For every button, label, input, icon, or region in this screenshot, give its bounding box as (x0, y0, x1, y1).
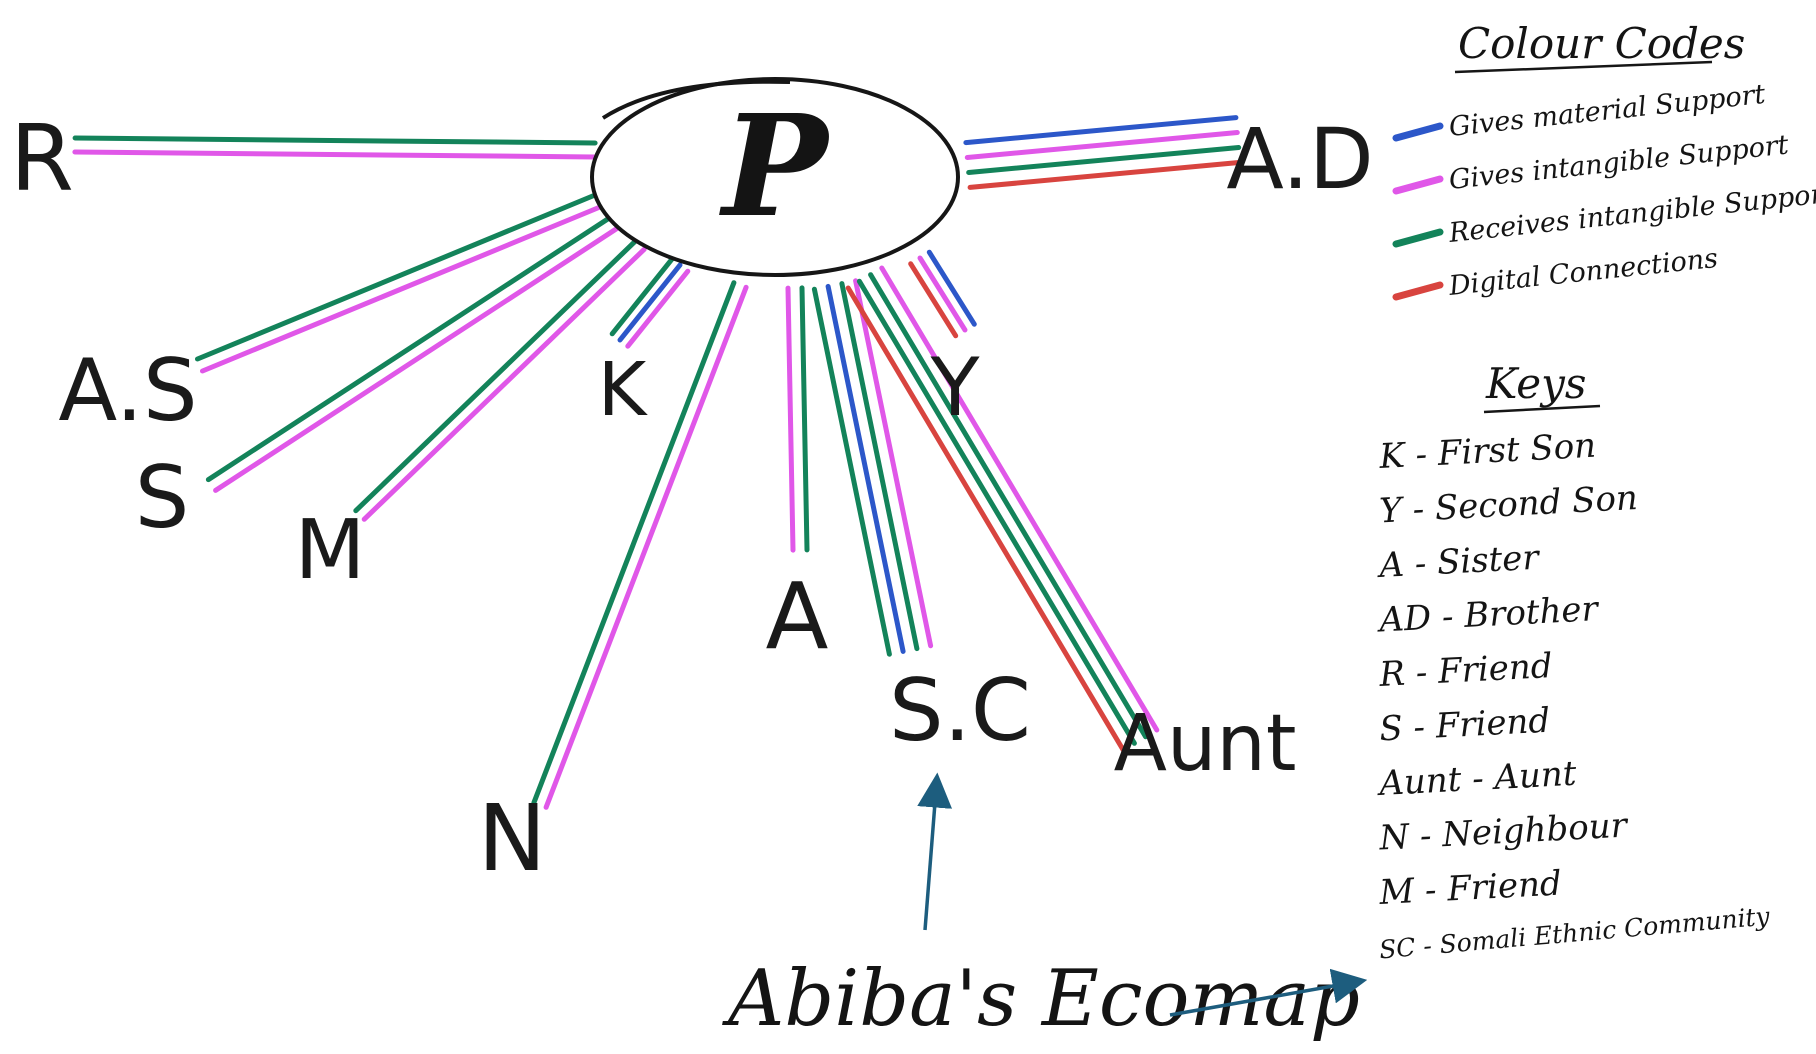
node-labels: R A.S S M K N A S.C Aunt Y A.D (10, 105, 1374, 892)
link-r-receive-intangible (72, 135, 598, 146)
key-item: A - Sister (1375, 538, 1541, 587)
center-label: P (718, 85, 831, 249)
link-m-give-intangible (361, 246, 647, 522)
node-label-n: N (478, 785, 547, 892)
legend-title: Colour Codes (1458, 19, 1745, 68)
keys-title-underline (1483, 404, 1601, 414)
node-label-s: S (135, 448, 190, 548)
link-n-receive-intangible (531, 280, 737, 806)
legend-swatch-material (1392, 122, 1444, 142)
link-a-receive-intangible (799, 285, 810, 553)
node-label-sc: S.C (889, 661, 1031, 761)
center-person: P (590, 77, 960, 277)
link-aunt-give-intangible (879, 265, 1160, 733)
key-item: R - Friend (1377, 646, 1553, 695)
link-ad-digital (967, 159, 1243, 190)
link-aunt-receive-intangible (856, 278, 1137, 746)
link-aunt-receive-intangible (868, 272, 1149, 740)
legend-swatch-give-intangible (1392, 175, 1444, 195)
node-label-k: K (598, 347, 649, 433)
key-item: N - Neighbour (1377, 805, 1629, 858)
link-sc-receive-intangible (839, 281, 920, 652)
link-ad-give-intangible (964, 130, 1240, 160)
center-ellipse-overstroke (601, 79, 791, 120)
node-label-aunt: Aunt (1114, 699, 1297, 789)
link-s-receive-intangible (205, 214, 614, 483)
link-y-digital (908, 261, 959, 339)
key-item: Y - Second Son (1378, 478, 1638, 531)
link-k-receive-intangible (609, 256, 675, 337)
legend-label-give-intangible: Gives intangible Support (1447, 129, 1790, 196)
center-ellipse (590, 77, 960, 277)
legend-swatch-receive-intangible (1392, 228, 1444, 248)
key-item: AD - Brother (1375, 589, 1600, 641)
link-k-give-intangible (625, 268, 691, 349)
connection-lines (72, 115, 1243, 810)
node-label-ad: A.D (1226, 110, 1373, 208)
node-label-m: M (295, 503, 366, 598)
link-m-receive-intangible (353, 238, 639, 514)
link-n-give-intangible (543, 284, 749, 810)
link-ad-material (963, 115, 1239, 146)
link-sc-material (825, 283, 906, 654)
key-item: K - First Son (1377, 426, 1597, 477)
legend-label-material: Gives material Support (1447, 79, 1766, 143)
link-k-material (617, 262, 683, 343)
key-item: SC - Somali Ethnic Community (1378, 901, 1772, 964)
caption-group: Abiba's Ecomap (722, 772, 1368, 1044)
node-label-a: A (766, 563, 829, 670)
link-aunt-digital (845, 285, 1126, 753)
link-r-give-intangible (72, 149, 598, 160)
node-label-y: Y (930, 341, 981, 434)
key-item: S - Friend (1378, 701, 1551, 750)
arrow-to-sc-key (1169, 968, 1368, 1017)
link-sc-receive-intangible (811, 286, 892, 657)
legend-swatch-digital (1392, 281, 1444, 301)
node-label-as: A.S (58, 341, 197, 441)
legend-label-digital: Digital Connections (1446, 243, 1719, 302)
link-y-give-intangible (917, 255, 968, 333)
key-item: Aunt - Aunt (1375, 754, 1577, 804)
arrow-to-sc (917, 772, 953, 931)
link-y-material (926, 249, 977, 327)
link-sc-give-intangible (853, 278, 934, 649)
link-as-receive-intangible (195, 191, 600, 362)
node-label-r: R (10, 105, 74, 212)
colour-codes-legend: Colour Codes Gives material SupportGives… (1392, 19, 1816, 302)
link-as-give-intangible (200, 203, 605, 374)
link-ad-receive-intangible (966, 145, 1242, 175)
key-item: M - Friend (1377, 863, 1562, 913)
legend-title-underline (1454, 60, 1713, 74)
link-a-give-intangible (785, 285, 796, 553)
link-s-give-intangible (213, 224, 622, 493)
keys-title: Keys (1485, 359, 1586, 408)
